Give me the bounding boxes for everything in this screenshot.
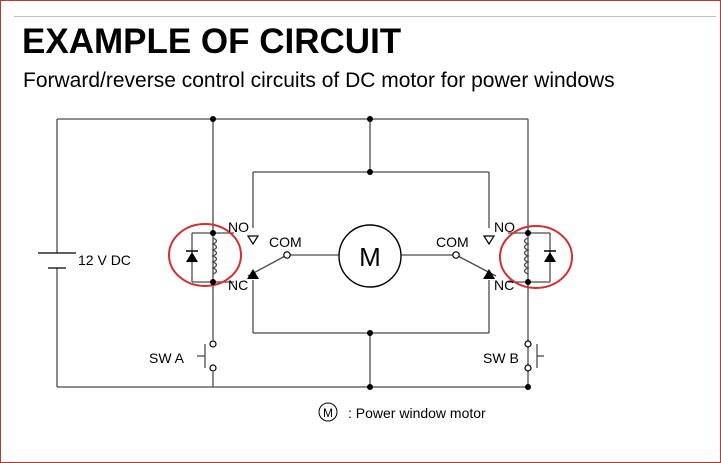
junction-dots bbox=[210, 116, 531, 390]
junction-dot bbox=[210, 279, 216, 285]
switch-b-bottom-terminal bbox=[524, 364, 532, 372]
right-relay-highlight bbox=[499, 225, 573, 289]
legend-text: : Power window motor bbox=[348, 405, 486, 421]
right-nc-label: NC bbox=[494, 277, 514, 293]
junction-dot bbox=[367, 169, 373, 175]
top-divider bbox=[14, 16, 716, 17]
junction-dot bbox=[525, 384, 531, 390]
junction-dot bbox=[525, 279, 531, 285]
left-com-terminal bbox=[283, 251, 291, 259]
junction-dot bbox=[367, 330, 373, 336]
legend-motor-icon bbox=[318, 402, 338, 422]
right-no-contact-icon bbox=[482, 235, 496, 246]
switch-a-bottom-terminal bbox=[209, 364, 217, 372]
right-coil-icon bbox=[523, 237, 530, 275]
right-relay bbox=[499, 225, 573, 289]
left-nc-label: NC bbox=[228, 277, 248, 293]
junction-dot bbox=[210, 116, 216, 122]
left-no-label: NO bbox=[228, 219, 249, 235]
motor-label: M bbox=[359, 242, 381, 272]
motor-icon bbox=[338, 224, 402, 288]
left-relay-highlight bbox=[168, 223, 242, 287]
left-com-label: COM bbox=[269, 234, 302, 250]
left-coil-icon bbox=[211, 237, 218, 275]
junction-dot bbox=[210, 230, 216, 236]
switch-a-top-terminal bbox=[209, 340, 217, 348]
switch-b-top-terminal bbox=[524, 340, 532, 348]
page-title: EXAMPLE OF CIRCUIT bbox=[22, 22, 402, 61]
right-diode-icon bbox=[544, 252, 556, 262]
legend-symbol: M bbox=[323, 406, 333, 420]
right-nc-contact-icon bbox=[483, 269, 495, 279]
left-nc-contact-icon bbox=[247, 269, 259, 279]
switch-a-label: SW A bbox=[149, 350, 185, 366]
right-com-label: COM bbox=[436, 234, 469, 250]
page-subtitle: Forward/reverse control circuits of DC m… bbox=[23, 69, 615, 92]
left-diode-icon bbox=[186, 252, 198, 262]
switch-b-label: SW B bbox=[483, 350, 519, 366]
right-no-label: NO bbox=[494, 219, 515, 235]
junction-dot bbox=[525, 230, 531, 236]
junction-dot bbox=[367, 384, 373, 390]
left-no-contact-icon bbox=[246, 235, 260, 246]
junction-dot bbox=[367, 116, 373, 122]
battery-icon bbox=[38, 252, 76, 269]
legend: M : Power window motor bbox=[318, 402, 486, 422]
right-com-terminal bbox=[452, 251, 460, 259]
terminals bbox=[209, 251, 532, 372]
supply-voltage-label: 12 V DC bbox=[78, 252, 131, 268]
